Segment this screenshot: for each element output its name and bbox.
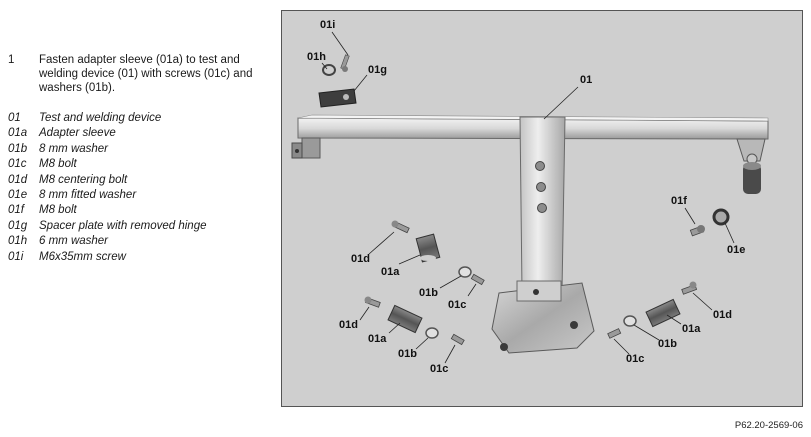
legend-item: 01a Adapter sleeve (8, 126, 278, 141)
callout-01a: 01a (368, 333, 387, 345)
legend-code: 01c (8, 158, 27, 171)
callout-01i: 01i (320, 19, 335, 31)
legend-item: 01g Spacer plate with removed hinge (8, 219, 278, 234)
callout-01h: 01h (307, 51, 326, 63)
callout-01e: 01e (727, 244, 745, 256)
leader-lines (321, 31, 735, 364)
legend-code: 01 (8, 112, 21, 124)
legend-code: 01h (8, 235, 28, 248)
right-lower-parts (607, 281, 698, 339)
legend-item: 01 Test and welding device (8, 111, 278, 126)
legend-item: 01i M6x35mm screw (8, 250, 278, 265)
callout-01d: 01d (339, 319, 358, 331)
legend-desc: Test and welding device (39, 112, 162, 124)
legend-code: 01d (8, 173, 28, 186)
legend-code: 01i (8, 250, 24, 263)
callout-01a: 01a (381, 266, 400, 278)
legend-item: 01f M8 bolt (8, 203, 278, 218)
callout-01c: 01c (430, 363, 448, 375)
callout-01b: 01b (398, 348, 417, 360)
welding-device (291, 114, 769, 354)
legend-desc: M8 bolt (39, 158, 77, 171)
parts-photo: 01 01i 01h 01g 01f 01e 01d 01a 01b 01c 0… (281, 10, 803, 407)
callout-01c: 01c (626, 353, 644, 365)
callout-01b: 01b (419, 287, 438, 299)
legend-code: 01a (8, 127, 28, 140)
legend-code: 01f (8, 204, 24, 217)
callout-01c: 01c (448, 299, 466, 311)
callout-01: 01 (580, 74, 592, 86)
legend-item: 01b 8 mm washer (8, 142, 278, 157)
step-text: Fasten adapter sleeve (01a) to test and … (39, 54, 253, 94)
legend-desc: Spacer plate with removed hinge (39, 219, 207, 232)
step-number: 1 (8, 54, 15, 66)
legend-desc: Adapter sleeve (39, 127, 116, 140)
legend-code: 01g (8, 219, 28, 232)
legend-code: 01e (8, 188, 28, 201)
right-bolt-parts (689, 208, 730, 237)
legend-item: 01d M8 centering bolt (8, 173, 278, 188)
parts-legend: 01 Test and welding device 01a Adapter sle… (8, 111, 278, 265)
legend-desc: 8 mm fitted washer (39, 188, 137, 201)
callout-01d: 01d (713, 309, 732, 321)
legend-desc: M6x35mm screw (39, 250, 126, 263)
callout-01f: 01f (671, 195, 687, 207)
callout-01g: 01g (368, 64, 387, 76)
callout-01d: 01d (351, 253, 370, 265)
legend-code: 01b (8, 142, 28, 155)
legend-desc: M8 bolt (39, 204, 77, 217)
left-upper-parts (391, 220, 485, 286)
callout-01b: 01b (658, 338, 677, 350)
figure-reference: P62.20-2569-06 (734, 420, 803, 431)
left-lower-parts (364, 296, 465, 346)
legend-item: 01h 6 mm washer (8, 234, 278, 249)
parts-illustration: 01 01i 01h 01g 01f 01e 01d 01a 01b 01c 0… (291, 19, 769, 375)
legend-item: 01c M8 bolt (8, 157, 278, 172)
legend-desc: M8 centering bolt (39, 173, 128, 186)
callout-01a: 01a (682, 323, 701, 335)
spacer-plate-parts (318, 54, 357, 108)
legend-desc: 8 mm washer (39, 142, 109, 155)
legend-item: 01e 8 mm fitted washer (8, 188, 278, 203)
legend-desc: 6 mm washer (39, 235, 109, 248)
